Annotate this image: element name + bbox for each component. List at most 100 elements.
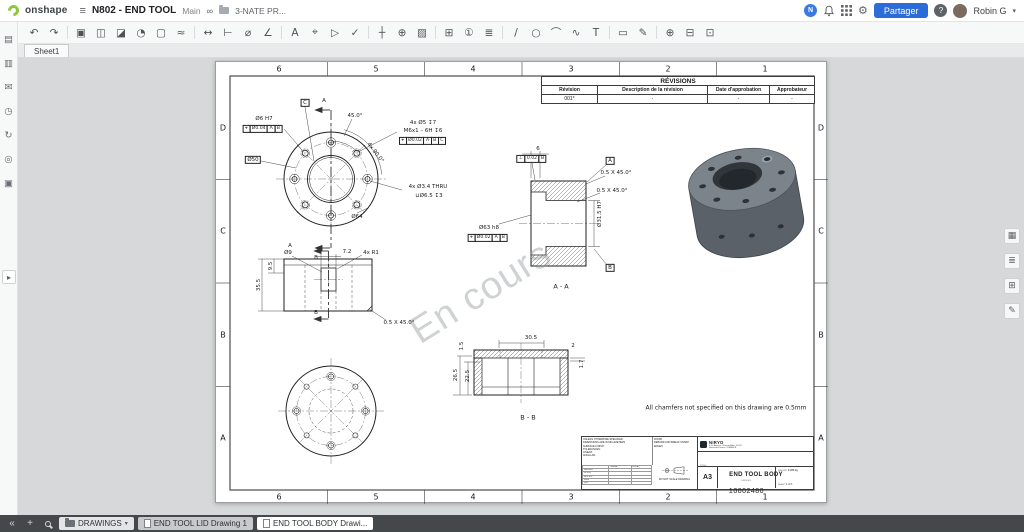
properties-panel-icon[interactable]: ▣: [4, 178, 13, 189]
dimension-icon[interactable]: ↔: [203, 26, 213, 39]
collapse-tabs-icon[interactable]: «: [9, 518, 15, 529]
centerline-icon[interactable]: ┼: [378, 26, 386, 39]
user-menu-caret[interactable]: ▾: [1012, 7, 1016, 15]
projected-view-icon[interactable]: ◫: [96, 26, 106, 39]
toolbar-divider: [656, 26, 657, 39]
sheets-panel-icon[interactable]: ▤: [4, 34, 13, 45]
detail-view-icon[interactable]: ◔: [136, 26, 146, 39]
sheet-tab[interactable]: Sheet1: [24, 44, 70, 57]
settings-icon[interactable]: ⚙: [858, 4, 868, 17]
bom-panel-icon[interactable]: ⊞: [1004, 278, 1020, 294]
onshape-logo[interactable]: [5, 2, 22, 19]
zone-label: 4: [470, 64, 476, 74]
balloon-icon[interactable]: ①: [464, 26, 474, 39]
iso-3d-view: [688, 147, 805, 259]
sheets-flyout-button[interactable]: ▸: [2, 270, 16, 284]
spec-line: TOLERANCES:: [583, 447, 601, 451]
bom-icon[interactable]: ≣: [484, 26, 494, 39]
share-button[interactable]: Partager: [873, 3, 929, 18]
document-title[interactable]: N802 - END TOOL: [91, 5, 177, 16]
dimension-label: 6: [536, 145, 540, 152]
revision-cell: 001*: [541, 94, 598, 104]
zoom-fit-icon[interactable]: ⊡: [705, 26, 715, 39]
surface-finish-icon[interactable]: ✓: [350, 26, 360, 39]
left-panel-bar: ▤ ▥ ✉ ◷ ↻ ◎ ▣ ▸: [0, 22, 18, 515]
comments-panel-icon[interactable]: ✉: [4, 82, 13, 93]
zone-label: C: [220, 226, 226, 236]
undo-icon[interactable]: ↶: [29, 26, 39, 39]
share-link-icon[interactable]: ∞: [206, 5, 214, 16]
gdt-icon[interactable]: ⌖: [312, 26, 318, 38]
circle-icon[interactable]: ○: [531, 26, 541, 39]
table-icon[interactable]: ⊞: [444, 26, 454, 39]
revisions-title: RÉVISIONS: [540, 76, 816, 86]
spline-icon[interactable]: ∿: [571, 26, 581, 39]
tab-end-tool-body-drawing[interactable]: END TOOL BODY Drawi...: [256, 517, 374, 530]
custom-tables-panel-icon[interactable]: ▦: [1004, 228, 1020, 244]
views-panel-icon[interactable]: ▥: [4, 58, 13, 69]
title-block: UNLESS OTHERWISE SPECIFIED: DIMENSIONS A…: [581, 436, 814, 495]
apps-grid-icon[interactable]: [841, 5, 853, 16]
edit-icon[interactable]: ✎: [638, 26, 648, 39]
break-view-icon[interactable]: ≈: [176, 26, 186, 39]
sheet-settings-icon[interactable]: ▭: [618, 26, 628, 39]
zone-label: 3: [568, 64, 574, 74]
spec-line: SURFACE FINISH:: [583, 444, 605, 448]
notifications-icon[interactable]: [823, 5, 835, 17]
dimension-label: 35.5: [255, 278, 262, 292]
sheet-label: SHEET: [778, 484, 786, 486]
diameter-dimension-icon[interactable]: ⌀: [244, 26, 252, 39]
add-tab-button[interactable]: +: [27, 518, 33, 529]
redo-icon[interactable]: ↷: [49, 26, 59, 39]
hatch-icon[interactable]: ▨: [417, 26, 427, 39]
section-arrow-label: B: [314, 309, 318, 316]
collaborator-avatar[interactable]: N: [804, 4, 818, 17]
dwg-no-label: DWG NO.: [741, 480, 752, 482]
tab-drawings-folder[interactable]: DRAWINGS ▾: [59, 517, 134, 530]
toolbar-divider: [194, 26, 195, 39]
text-icon[interactable]: T: [592, 26, 600, 39]
workspace-name[interactable]: Main: [182, 5, 201, 16]
markup-panel-icon[interactable]: ✎: [1004, 303, 1020, 319]
breadcrumb[interactable]: 3-NATE PR...: [235, 5, 286, 16]
zone-label: A: [818, 433, 824, 443]
spec-line: UNLESS OTHERWISE SPECIFIED:: [583, 438, 624, 441]
help-icon[interactable]: ?: [934, 4, 948, 17]
zone-label: B: [818, 330, 824, 340]
reload-icon[interactable]: ↻: [4, 130, 13, 141]
note-icon[interactable]: A: [291, 26, 299, 39]
folder-icon: [65, 518, 75, 527]
revisions-header: Révision: [541, 85, 598, 95]
crop-view-icon[interactable]: ▢: [156, 26, 166, 39]
configuration-panel-icon[interactable]: ≣: [1004, 253, 1020, 269]
follow-mode-icon[interactable]: ◎: [4, 154, 13, 165]
datum-flag: B: [605, 263, 615, 273]
part-title: END TOOL BODY: [729, 472, 783, 478]
section-view-icon[interactable]: ◪: [116, 26, 126, 39]
user-avatar[interactable]: [953, 3, 968, 18]
datum-icon[interactable]: ▷: [330, 26, 340, 39]
dimension-label: M6x1 – 6H ↧6: [403, 127, 443, 134]
revisions-header: Approbateur: [768, 85, 816, 95]
main-menu-icon[interactable]: ≡: [79, 4, 86, 17]
weight-value: 0.289 kg: [787, 469, 798, 472]
tab-end-tool-lid-drawing[interactable]: END TOOL LID Drawing 1: [137, 517, 253, 530]
history-panel-icon[interactable]: ◷: [4, 106, 13, 117]
section-label-bb: B - B: [520, 413, 536, 422]
center-mark-icon[interactable]: ⊕: [397, 26, 407, 39]
drawing-number: 10002480: [728, 488, 765, 495]
zoom-in-icon[interactable]: ⊕: [665, 26, 675, 39]
dimension-label: Ø6 H7: [255, 115, 273, 122]
weight-label: WEIGHT:: [778, 470, 788, 472]
user-name[interactable]: Robin G: [973, 5, 1007, 16]
ordinate-dimension-icon[interactable]: ⊢: [223, 26, 233, 39]
zoom-out-icon[interactable]: ⊟: [685, 26, 695, 39]
insert-view-icon[interactable]: ▣: [76, 26, 86, 39]
arc-icon[interactable]: ⌒: [550, 27, 562, 39]
angle-dimension-icon[interactable]: ∠: [263, 26, 273, 39]
search-tabs-icon[interactable]: [45, 520, 51, 527]
line-icon[interactable]: /: [514, 26, 518, 39]
